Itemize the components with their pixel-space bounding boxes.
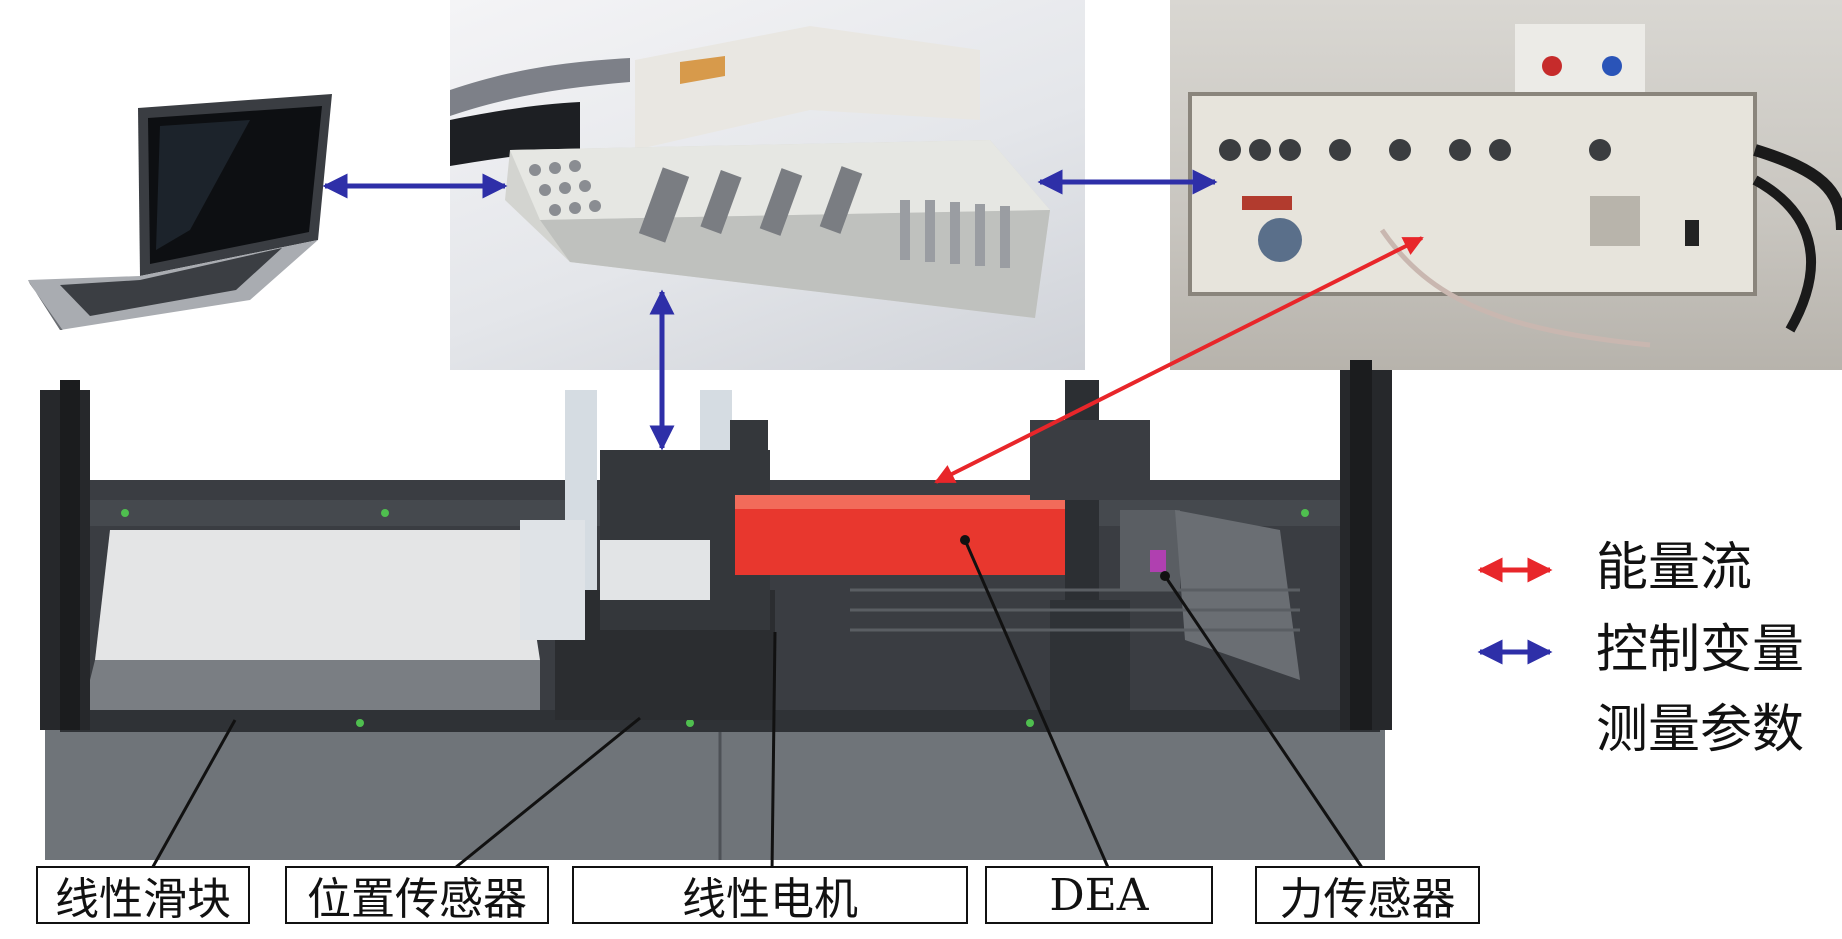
test-rig-icon (0, 360, 1440, 860)
legend-measured-parameter: 测量参数 (1596, 700, 1805, 760)
legend-control-variable: 控制变量 (1596, 620, 1805, 680)
label-linear-slider: 线性滑块 (36, 866, 250, 925)
label-force-sensor: 力传感器 (1255, 866, 1480, 925)
label-linear-motor: 线性电机 (572, 866, 968, 925)
laptop-icon (20, 80, 340, 330)
label-position-sensor: 位置传感器 (285, 866, 549, 925)
label-dea: DEA (985, 866, 1213, 924)
legend-energy-flow: 能量流 (1596, 538, 1753, 598)
controller-box-icon (450, 0, 1085, 370)
high-voltage-amplifier-icon (1170, 0, 1842, 370)
